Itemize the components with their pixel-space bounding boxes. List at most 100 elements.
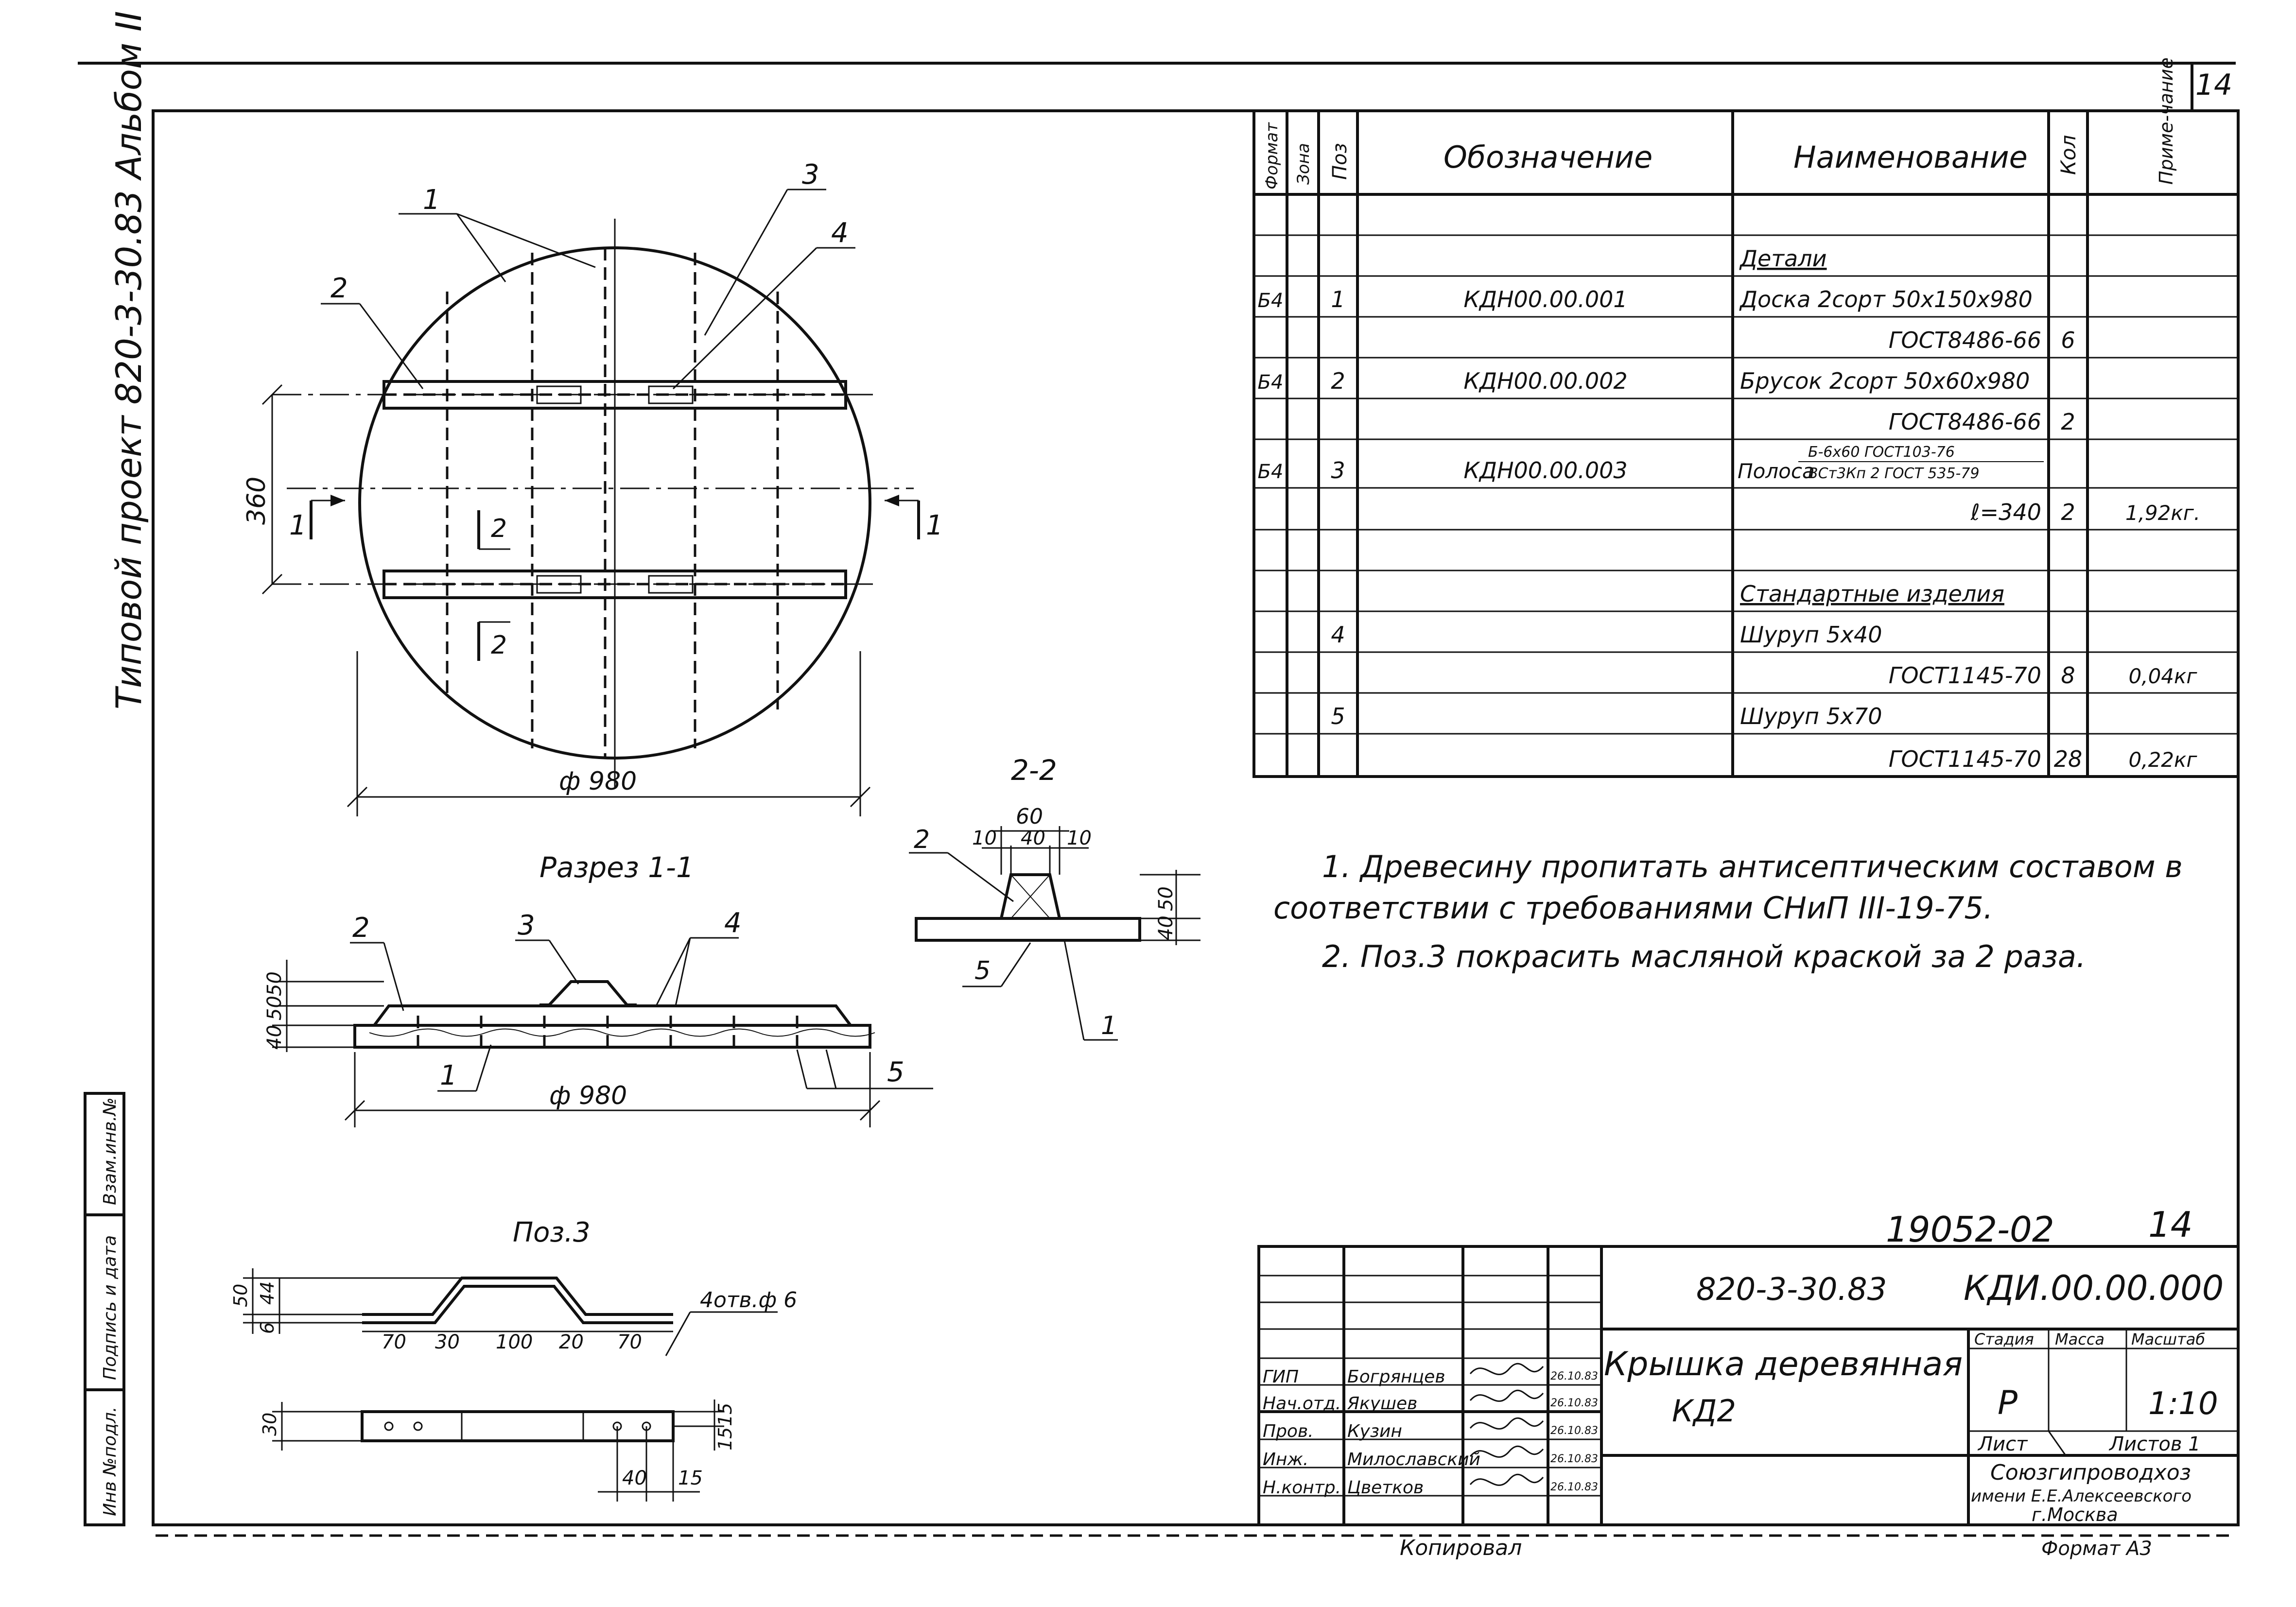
poz3-dim-15a: 15 <box>714 1403 736 1426</box>
s22-dim-10b: 10 <box>1067 827 1092 849</box>
spec-cell-note: 0,22кг <box>2129 748 2198 772</box>
spec-cell-format: Б4 <box>1258 461 1284 483</box>
section-1-1: Разрез 1-1 40 50 50 ф 980 2 3 <box>263 851 933 1127</box>
spec-cell-designation: КДН00.00.002 <box>1463 368 1627 394</box>
tb-sheets-label: Листов 1 <box>2108 1433 2201 1455</box>
spec-cell-qty: 28 <box>2054 746 2083 772</box>
poz3-dim-40: 40 <box>622 1467 647 1489</box>
spec-cell-poz: 1 <box>1331 286 1345 312</box>
s11-callout-5: 5 <box>887 1056 904 1088</box>
tb-person-name: Кузин <box>1347 1421 1402 1441</box>
tb-stage-label: Стадия <box>1974 1330 2034 1348</box>
s22-dim-40v: 40 <box>1155 916 1177 940</box>
spec-cell-name: ГОСТ1145-70 <box>1889 746 2041 772</box>
s22-dim-10a: 10 <box>972 827 997 849</box>
tb-person-name: Милославский <box>1347 1450 1480 1469</box>
tb-person-signature <box>1469 1417 1544 1430</box>
spec-cell-qty: 2 <box>2061 409 2075 435</box>
poz3-dim-6: 6 <box>257 1322 278 1334</box>
section11-boards <box>353 1024 871 1049</box>
note-1-line-1: 1. Древесину пропитать антисептическим с… <box>1322 849 2183 884</box>
tb-title-line-2: КД2 <box>1672 1393 1736 1429</box>
spec-cell-name: Шуруп 5х70 <box>1740 703 1882 729</box>
tb-mass-label: Масса <box>2055 1330 2105 1348</box>
plan-dim-360: 360 <box>242 477 271 525</box>
poz3-dim-15c: 15 <box>678 1467 703 1489</box>
title-block: 820-3-30.83 КДИ.00.00.000 Крышка деревян… <box>1257 1245 2240 1526</box>
hdr-poz: Поз <box>1329 143 1351 180</box>
spec-cell-name: Шуруп 5х40 <box>1740 622 1882 648</box>
poz3-dim-20: 20 <box>559 1331 584 1353</box>
hdr-format: Формат <box>1262 122 1282 190</box>
s11-callout-2: 2 <box>352 912 370 944</box>
section22-board <box>915 917 1141 942</box>
plan-view: 360 1 1 2 2 ф 980 1 2 3 <box>242 159 943 816</box>
spec-cell-note: 0,04кг <box>2129 664 2198 688</box>
poz3-dim-30v: 30 <box>259 1413 280 1436</box>
poz3-dim-100: 100 <box>496 1331 533 1353</box>
tb-scale-value: 1:10 <box>2148 1386 2218 1422</box>
callout-2: 2 <box>330 273 348 304</box>
poz3-detail: Поз.3 50 44 6 70 30 100 20 70 4отв.ф 6 3… <box>230 1217 797 1502</box>
poz3-strap-elev <box>362 1277 673 1316</box>
hdr-note: Приме-чание <box>2156 57 2177 185</box>
hdr-designation: Обозначение <box>1444 139 1652 175</box>
spec-cell-name: ГОСТ1145-70 <box>1889 662 2041 689</box>
tb-person-role: Пров. <box>1263 1421 1314 1441</box>
poz3-dim-70a: 70 <box>382 1331 406 1353</box>
s11-dim-40: 40 <box>263 1025 286 1050</box>
poz3-dim-44: 44 <box>257 1281 278 1305</box>
hdr-name: Наименование <box>1793 139 2028 175</box>
tb-person-name: Цветков <box>1347 1478 1424 1498</box>
s22-dim-40: 40 <box>1021 827 1045 849</box>
note-2: 2. Поз.3 покрасить масляной краской за 2… <box>1322 939 2086 974</box>
tb-person-name: Якушев <box>1347 1394 1417 1414</box>
tb-person-date: 26.10.83 <box>1550 1453 1598 1465</box>
s22-callout-1: 1 <box>1101 1011 1117 1040</box>
note-1-line-2: соответствии с требованиями СНиП III-19-… <box>1273 890 1993 926</box>
tb-person-date: 26.10.83 <box>1550 1397 1598 1409</box>
tb-person-date: 26.10.83 <box>1550 1370 1598 1382</box>
s11-callout-4: 4 <box>724 907 742 939</box>
tb-title-line-1: Крышка деревянная <box>1604 1345 1963 1383</box>
section11-bar <box>371 1004 853 1027</box>
spec-cell-qty: 2 <box>2061 499 2075 525</box>
spec-cell-qty: 6 <box>2061 327 2075 353</box>
hdr-qty: Кол <box>2056 135 2080 175</box>
tb-person-signature <box>1469 1363 1544 1375</box>
notes: 1. Древесину пропитать антисептическим с… <box>1273 849 2183 974</box>
s22-dim-50: 50 <box>1155 886 1177 911</box>
section-mark-left: 1 <box>289 510 307 541</box>
tb-stage-value: Р <box>1998 1384 2018 1422</box>
callout-1: 1 <box>423 184 440 216</box>
s11-callout-3: 3 <box>518 910 535 941</box>
spec-cell-poz: 2 <box>1331 368 1345 394</box>
spec-cell-name: ℓ=340 <box>1970 499 2041 525</box>
doc-sheet-top: 14 <box>2148 1204 2193 1245</box>
tb-person-role: Н.контр. <box>1263 1478 1341 1498</box>
tb-org-line-2: имени Е.Е.Алексеевского <box>1971 1486 2192 1506</box>
s11-callout-1: 1 <box>440 1060 457 1091</box>
sheet-frame <box>152 109 2240 1526</box>
spec-cell-note: 1,92кг. <box>2125 501 2200 525</box>
callout-4: 4 <box>831 217 849 249</box>
side-stamp: Инв №подл. Подпись и дата Взам.инв.№ <box>84 1092 125 1526</box>
s22-callout-2: 2 <box>914 825 930 854</box>
tb-scale-label: Масштаб <box>2131 1330 2205 1348</box>
poz3-dim-30a: 30 <box>435 1331 460 1353</box>
side-inv-podl: Инв №подл. <box>100 1407 120 1516</box>
spec-cell-name: Доска 2сорт 50х150х980 <box>1739 286 2033 312</box>
callout-3: 3 <box>802 159 819 190</box>
section22-title: 2-2 <box>1011 754 1057 787</box>
tb-person-signature <box>1469 1445 1544 1458</box>
s22-callout-5: 5 <box>974 956 991 985</box>
poz3-dim-50: 50 <box>230 1284 251 1307</box>
section-2-2: 2-2 60 10 40 10 50 40 2 5 1 <box>909 754 1200 1041</box>
plan-diameter: ф 980 <box>559 767 637 796</box>
spec-cell-poz: 3 <box>1331 457 1345 484</box>
hdr-zone: Зона <box>1294 143 1313 185</box>
spec-cell-format: Б4 <box>1258 371 1284 394</box>
